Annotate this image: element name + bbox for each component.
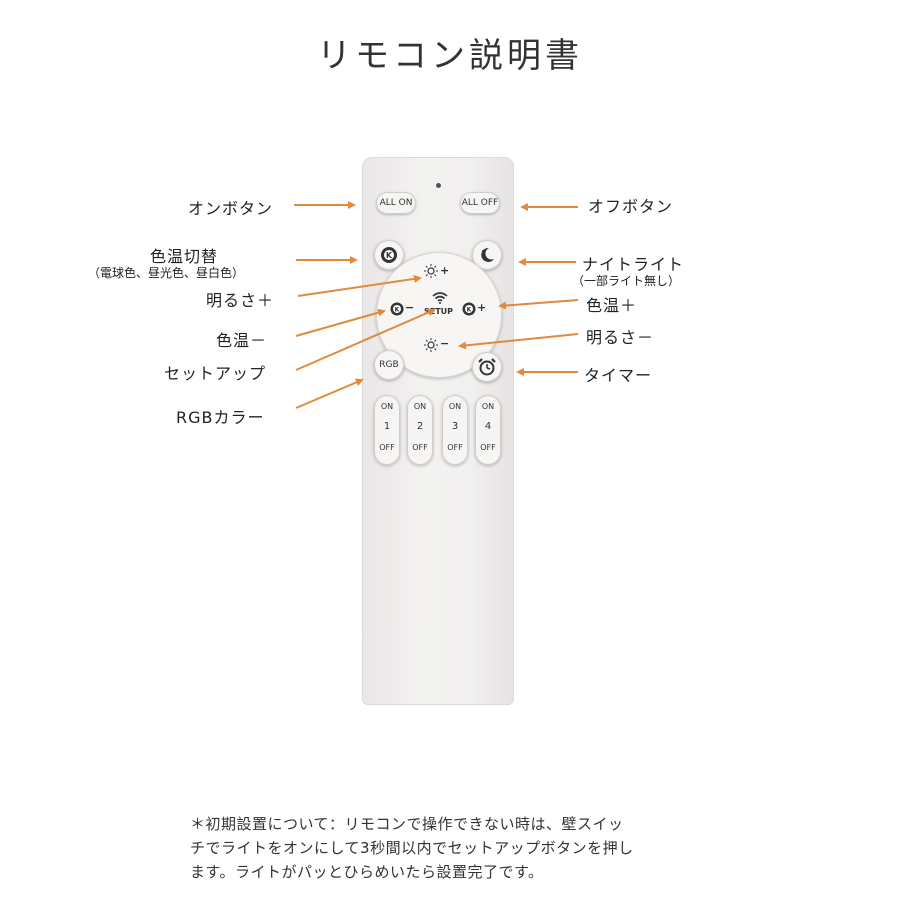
channel-off-label: OFF <box>447 443 463 452</box>
svg-text:K: K <box>467 307 472 314</box>
color-temp-minus-button[interactable]: K − <box>390 300 418 318</box>
brightness-minus-button[interactable]: − <box>424 336 454 356</box>
minus-sign: − <box>405 301 415 314</box>
channel-off-label: OFF <box>480 443 496 452</box>
label-color-temp-minus: 色温－ <box>216 331 268 350</box>
label-on-button: オンボタン <box>188 199 274 218</box>
svg-text:K: K <box>395 307 400 314</box>
arrow-setup <box>295 308 436 371</box>
channel-off-label: OFF <box>412 443 428 452</box>
channel-on-label: ON <box>413 402 427 411</box>
channel-2-button[interactable]: ON 2 OFF <box>407 395 433 465</box>
note-line: ＊初期設置について：リモコンで操作できない時は、壁スイッ <box>190 815 624 833</box>
label-rgb-color: RGBカラー <box>176 408 265 427</box>
label-setup: セットアップ <box>164 364 267 383</box>
plus-sign: + <box>477 301 487 314</box>
setup-label: SETUP <box>424 307 454 316</box>
color-temp-plus-button[interactable]: K + <box>462 300 490 318</box>
brightness-plus-button[interactable]: + <box>424 262 454 282</box>
channel-4-button[interactable]: ON 4 OFF <box>475 395 501 465</box>
page-title: リモコン説明書 <box>317 36 583 76</box>
label-color-temp-switch: 色温切替 <box>150 247 219 266</box>
label-timer: タイマー <box>584 366 653 385</box>
label-color-temp-switch-sub: （電球色、昼光色、昼白色） <box>88 266 245 280</box>
label-off-button: オフボタン <box>588 197 674 216</box>
moon-icon <box>481 247 494 262</box>
label-brightness-plus: 明るさ＋ <box>206 291 275 310</box>
label-brightness-minus: 明るさ－ <box>586 328 655 347</box>
channel-number: 3 <box>451 421 459 432</box>
arrow-rgb-color <box>295 378 364 409</box>
rgb-button[interactable]: RGB <box>374 350 404 380</box>
label-color-temp-plus: 色温＋ <box>586 296 638 315</box>
all-off-button[interactable]: ALL OFF <box>460 192 500 214</box>
channel-number: 1 <box>383 421 391 432</box>
channel-on-label: ON <box>448 402 462 411</box>
setup-note: ＊初期設置について：リモコンで操作できない時は、壁スイッ チでライトをオンにして… <box>190 812 750 884</box>
arrow-color-temp-plus <box>498 299 579 310</box>
label-night-light-sub: （一部ライト無し） <box>572 274 681 288</box>
all-on-button[interactable]: ALL ON <box>376 192 416 214</box>
svg-text:K: K <box>386 251 393 260</box>
channel-number: 2 <box>416 421 424 432</box>
channel-on-label: ON <box>380 402 394 411</box>
arrow-brightness-plus <box>297 274 422 297</box>
arrow-brightness-minus <box>458 333 579 350</box>
sun-icon <box>424 338 438 352</box>
channel-1-button[interactable]: ON 1 OFF <box>374 395 400 465</box>
channel-on-label: ON <box>481 402 495 411</box>
channel-3-button[interactable]: ON 3 OFF <box>442 395 468 465</box>
note-line: チでライトをオンにして3秒間以内でセットアップボタンを押し <box>190 839 634 857</box>
channel-number: 4 <box>484 421 492 432</box>
sun-icon <box>424 264 438 278</box>
timer-button[interactable] <box>472 352 502 382</box>
alarm-clock-icon <box>478 358 496 376</box>
setup-button[interactable] <box>420 290 460 320</box>
label-night-light: ナイトライト <box>582 255 685 274</box>
ir-sensor-icon <box>436 183 441 188</box>
wifi-icon <box>432 292 448 304</box>
note-line: ます。ライトがパッとひらめいたら設置完了です。 <box>190 863 544 881</box>
arrow-color-temp-minus <box>295 308 386 337</box>
plus-sign: + <box>440 264 450 277</box>
color-temp-icon: K <box>390 302 404 316</box>
color-temp-icon: K <box>381 247 397 263</box>
minus-sign: − <box>440 337 450 350</box>
channel-off-label: OFF <box>379 443 395 452</box>
color-temp-icon: K <box>462 302 476 316</box>
